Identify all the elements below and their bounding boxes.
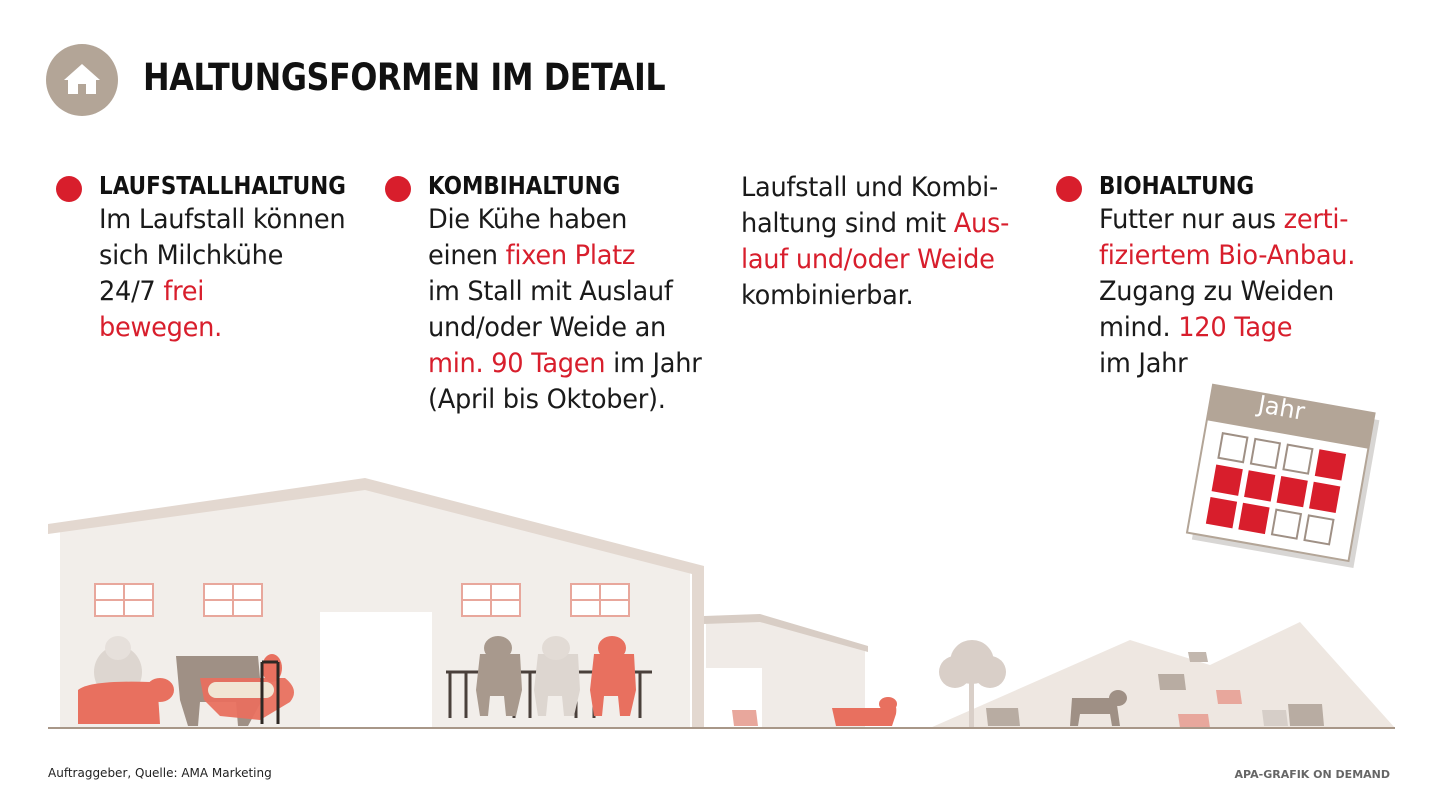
- bullet-icon: [56, 176, 82, 202]
- body-text: Laufstall und Kombi-: [741, 172, 998, 203]
- calendar-month-filled: [1211, 464, 1243, 496]
- highlight-text: bewegen.: [99, 312, 223, 343]
- section-heading: BIOHALTUNG: [1099, 171, 1255, 200]
- pasture-cows: [732, 652, 1324, 728]
- body-text: im Jahr: [605, 348, 702, 379]
- house-icon: [46, 44, 118, 116]
- text-line: Zugang zu Weiden: [1099, 274, 1355, 310]
- section-body: Laufstall und Kombi-haltung sind mit Aus…: [741, 170, 1009, 314]
- text-line: Laufstall und Kombi-: [741, 170, 1009, 206]
- highlight-text: frei: [163, 276, 205, 307]
- calendar-month-empty: [1303, 514, 1335, 546]
- source-note: Auftraggeber, Quelle: AMA Marketing: [48, 766, 272, 780]
- text-line: und/oder Weide an: [428, 310, 701, 346]
- section-heading: LAUFSTALLHALTUNG: [99, 171, 346, 200]
- text-line: Futter nur aus zerti-: [1099, 202, 1355, 238]
- calendar-month-filled: [1238, 502, 1270, 535]
- calendar-month-filled: [1244, 470, 1276, 502]
- page-title: HALTUNGSFORMEN IM DETAIL: [143, 56, 666, 99]
- cow-group-left: [78, 636, 294, 726]
- calendar-month-filled: [1205, 497, 1238, 529]
- text-line: fiziertem Bio-Anbau.: [1099, 238, 1355, 274]
- section-bio: BIOHALTUNG Futter nur aus zerti-fizierte…: [1056, 170, 1355, 382]
- body-text: und/oder Weide an: [428, 312, 667, 343]
- body-text: Futter nur aus: [1099, 204, 1284, 235]
- bullet-icon: [385, 176, 411, 202]
- calendar-icon: [1185, 383, 1380, 568]
- text-line: mind. 120 Tage: [1099, 310, 1355, 346]
- section-laufstall: LAUFSTALLHALTUNG Im Laufstall können sich…: [56, 170, 346, 346]
- text-line: kombinierbar.: [741, 278, 1009, 314]
- section-kombinierbar: Laufstall und Kombi-haltung sind mit Aus…: [741, 170, 1023, 314]
- highlight-text: Aus-: [953, 208, 1010, 239]
- body-text: haltung sind mit: [741, 208, 954, 239]
- body-text: kombinierbar.: [741, 280, 914, 311]
- text-line: bewegen.: [99, 310, 372, 346]
- highlight-text: 120 Tage: [1178, 312, 1293, 343]
- calendar-month-filled: [1309, 481, 1341, 514]
- body-text: Die Kühe haben: [428, 204, 628, 235]
- body-text: (April bis Oktober).: [428, 384, 666, 415]
- text-line: im Jahr: [1099, 346, 1355, 382]
- text-line: min. 90 Tagen im Jahr: [428, 346, 702, 382]
- body-text: Im Laufstall können: [99, 204, 346, 235]
- highlight-text: fiziertem Bio-Anbau.: [1099, 240, 1356, 271]
- text-line: Im Laufstall können: [99, 202, 372, 238]
- text-line: im Stall mit Auslauf: [428, 274, 701, 310]
- text-line: lauf und/oder Weide: [741, 242, 1009, 278]
- calendar-month-empty: [1282, 443, 1314, 475]
- body-text: mind.: [1099, 312, 1179, 343]
- section-heading: KOMBIHALTUNG: [428, 171, 621, 200]
- body-text: sich Milchkühe: [99, 240, 284, 271]
- calendar-month-filled: [1314, 449, 1347, 481]
- tree: [939, 640, 1006, 728]
- bullet-icon: [1056, 176, 1082, 202]
- calendar-month-empty: [1217, 432, 1249, 464]
- body-text: 24/7: [99, 276, 164, 307]
- body-text: Zugang zu Weiden: [1099, 276, 1334, 307]
- calendar-month-empty: [1270, 508, 1303, 540]
- section-body: Futter nur aus zerti-fiziertem Bio-Anbau…: [1099, 202, 1355, 382]
- calendar-month-empty: [1249, 437, 1282, 470]
- text-line: Die Kühe haben: [428, 202, 701, 238]
- body-text: im Stall mit Auslauf: [428, 276, 673, 307]
- cow-group-fence: [476, 636, 636, 716]
- text-line: haltung sind mit Aus-: [741, 206, 1009, 242]
- body-text: einen: [428, 240, 506, 271]
- text-line: einen fixen Platz: [428, 238, 701, 274]
- highlight-text: zerti-: [1283, 204, 1349, 235]
- body-text: im Jahr: [1099, 348, 1188, 379]
- text-line: 24/7 frei: [99, 274, 372, 310]
- highlight-text: fixen Platz: [505, 240, 636, 271]
- text-line: sich Milchkühe: [99, 238, 372, 274]
- calendar-month-filled: [1276, 476, 1308, 508]
- credit: APA-GRAFIK ON DEMAND: [1234, 768, 1390, 781]
- highlight-text: lauf und/oder Weide: [741, 244, 995, 275]
- highlight-text: min. 90 Tagen: [428, 348, 606, 379]
- text-line: (April bis Oktober).: [428, 382, 701, 418]
